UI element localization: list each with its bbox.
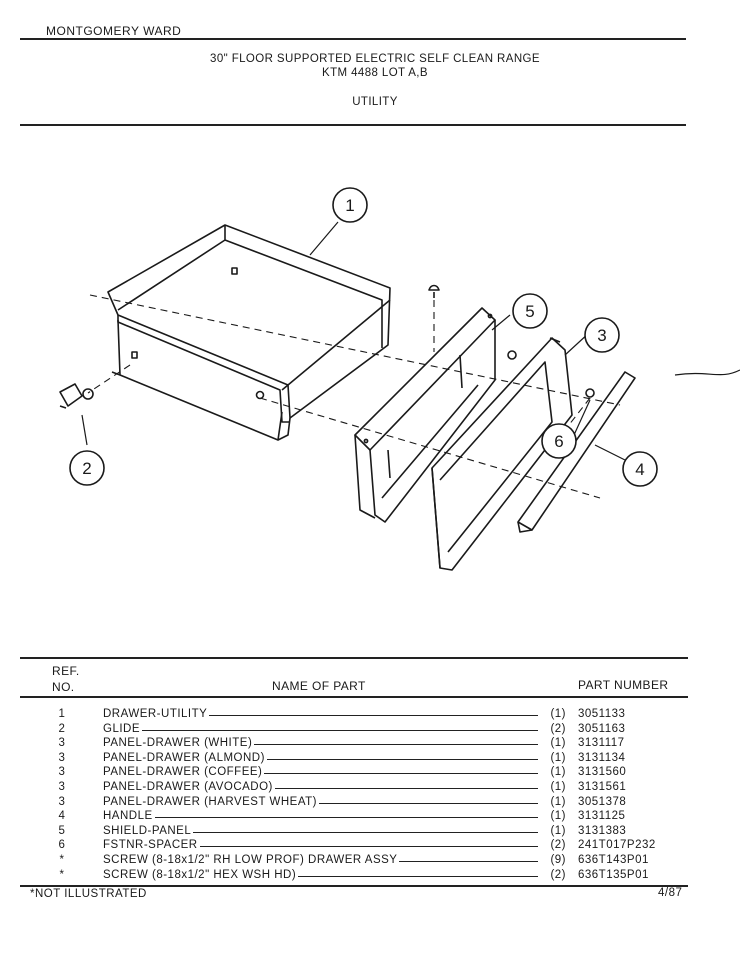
part-name: SCREW (8-18x1/2" RH LOW PROF) DRAWER ASS… (103, 854, 400, 866)
table-row: 4 HANDLE (1) 3131125 (0, 810, 750, 824)
part-number: 3131117 (578, 737, 625, 750)
table-row: 3 PANEL-DRAWER (WHITE) (1) 3131117 (0, 737, 750, 751)
table-row: 1 DRAWER-UTILITY (1) 3051133 (0, 708, 750, 722)
leader-line (108, 729, 538, 731)
part-name: GLIDE (103, 722, 143, 735)
brand-name: MONTGOMERY WARD (46, 24, 182, 38)
part-quantity: (1) (538, 810, 566, 823)
part-quantity: (1) (538, 824, 566, 837)
part-quantity: (1) (538, 708, 566, 720)
part-quantity: (1) (538, 781, 566, 793)
table-row: 2 GLIDE (2) 3051163 (0, 722, 750, 737)
section-title: UTILITY (352, 96, 398, 108)
part-quantity: (1) (538, 795, 566, 808)
part-name: DRAWER-UTILITY (103, 708, 210, 720)
table-rule-bottom (20, 885, 688, 887)
part-number: 3131134 (578, 751, 626, 764)
callout-4: 4 (635, 460, 644, 479)
ref-number: 6 (58, 839, 66, 852)
part-number-header: PART NUMBER (578, 678, 669, 692)
ref-number: 3 (58, 781, 66, 793)
leader-line (108, 715, 538, 716)
part-quantity: (1) (538, 766, 566, 779)
ref-number: 3 (58, 737, 66, 750)
part-number: 3051378 (578, 795, 627, 808)
ref-header-line2: NO. (52, 680, 75, 694)
table-row: 5 SHIELD-PANEL (1) 3131383 (0, 824, 750, 839)
leader-line (108, 802, 538, 804)
table-row: 6 FSTNR-SPACER (2) 241T017P232 (0, 839, 750, 853)
part-name: PANEL-DRAWER (HARVEST WHEAT) (103, 795, 319, 808)
part-number: 3051163 (578, 722, 626, 735)
leader-line (108, 817, 538, 819)
table-row: 3 PANEL-DRAWER (HARVEST WHEAT) (1) 3051378 (0, 795, 750, 810)
part-number: 3131560 (578, 766, 627, 779)
part-name: PANEL-DRAWER (ALMOND) (103, 751, 267, 764)
shield-panel-drawing (354, 307, 496, 523)
ref-number: 1 (58, 708, 66, 720)
page-title-line2: KTM 4488 LOT A,B (322, 67, 428, 79)
table-row: * SCREW (8-18x1/2" RH LOW PROF) DRAWER AS… (0, 854, 750, 868)
leader-line (108, 758, 538, 760)
exploded-parts-diagram: 1 2 3 4 5 6 (59, 187, 740, 571)
part-name: HANDLE (103, 810, 155, 823)
leader-line (108, 875, 538, 877)
leader-line (108, 831, 538, 833)
ref-number: 2 (58, 722, 66, 735)
part-quantity: (1) (538, 737, 566, 750)
callout-5: 5 (525, 302, 534, 321)
ref-number: 3 (58, 766, 66, 779)
ref-number: 3 (58, 751, 66, 764)
table-rule-top (20, 657, 688, 659)
ref-number: 4 (58, 810, 66, 823)
leader-line (108, 744, 538, 746)
part-number: 241T017P232 (578, 839, 656, 852)
part-name: PANEL-DRAWER (COFFEE) (103, 766, 265, 779)
table-row: * SCREW (8-18x1/2" HEX WSH HD) (2) 636T135P… (0, 868, 750, 883)
part-number: 636T143P01 (578, 854, 649, 866)
leader-line (108, 788, 538, 789)
drawer-utility-drawing (107, 224, 391, 441)
page-title-line1: 30" FLOOR SUPPORTED ELECTRIC SELF CLEAN … (210, 53, 540, 65)
table-row: 3 PANEL-DRAWER (AVOCADO) (1) 3131561 (0, 781, 750, 795)
part-quantity: (2) (538, 839, 566, 852)
callout-3: 3 (597, 326, 606, 345)
callout-1: 1 (345, 196, 354, 215)
ref-number: 3 (58, 795, 66, 808)
ref-number: * (59, 868, 65, 881)
part-name: PANEL-DRAWER (WHITE) (103, 737, 255, 750)
name-of-part-header: NAME OF PART (272, 679, 366, 693)
part-quantity: (9) (538, 854, 566, 866)
table-rule-header (20, 696, 688, 698)
callout-6: 6 (554, 432, 563, 451)
ref-header-line1: REF. (52, 664, 80, 678)
leader-line (108, 773, 538, 775)
glide-drawing (59, 383, 94, 409)
part-name: FSTNR-SPACER (103, 839, 200, 852)
part-number: 3051133 (578, 708, 626, 720)
part-name: PANEL-DRAWER (AVOCADO) (103, 781, 275, 793)
panel-drawer-drawing (431, 337, 573, 571)
handle-drawing (517, 371, 636, 533)
ref-number: 5 (58, 824, 66, 837)
header-rule-bottom (20, 124, 686, 126)
ref-number: * (59, 854, 65, 866)
part-number: 636T135P01 (578, 868, 649, 881)
fastener-spacer-drawing (507, 350, 517, 360)
part-quantity: (2) (538, 868, 566, 881)
part-quantity: (2) (538, 722, 566, 735)
footnote-not-illustrated: *NOT ILLUSTRATED (30, 888, 147, 900)
part-quantity: (1) (538, 751, 566, 764)
table-row: 3 PANEL-DRAWER (COFFEE) (1) 3131560 (0, 766, 750, 780)
header-rule-top (20, 38, 686, 40)
part-number: 3131561 (578, 781, 627, 793)
callout-2: 2 (82, 459, 91, 478)
revision-date: 4/87 (658, 887, 683, 899)
part-number: 3131383 (578, 824, 627, 837)
part-name: SHIELD-PANEL (103, 824, 194, 837)
leader-line (108, 846, 538, 848)
table-row: 3 PANEL-DRAWER (ALMOND) (1) 3131134 (0, 751, 750, 766)
part-name: SCREW (8-18x1/2" HEX WSH HD) (103, 868, 299, 881)
part-number: 3131125 (578, 810, 626, 823)
